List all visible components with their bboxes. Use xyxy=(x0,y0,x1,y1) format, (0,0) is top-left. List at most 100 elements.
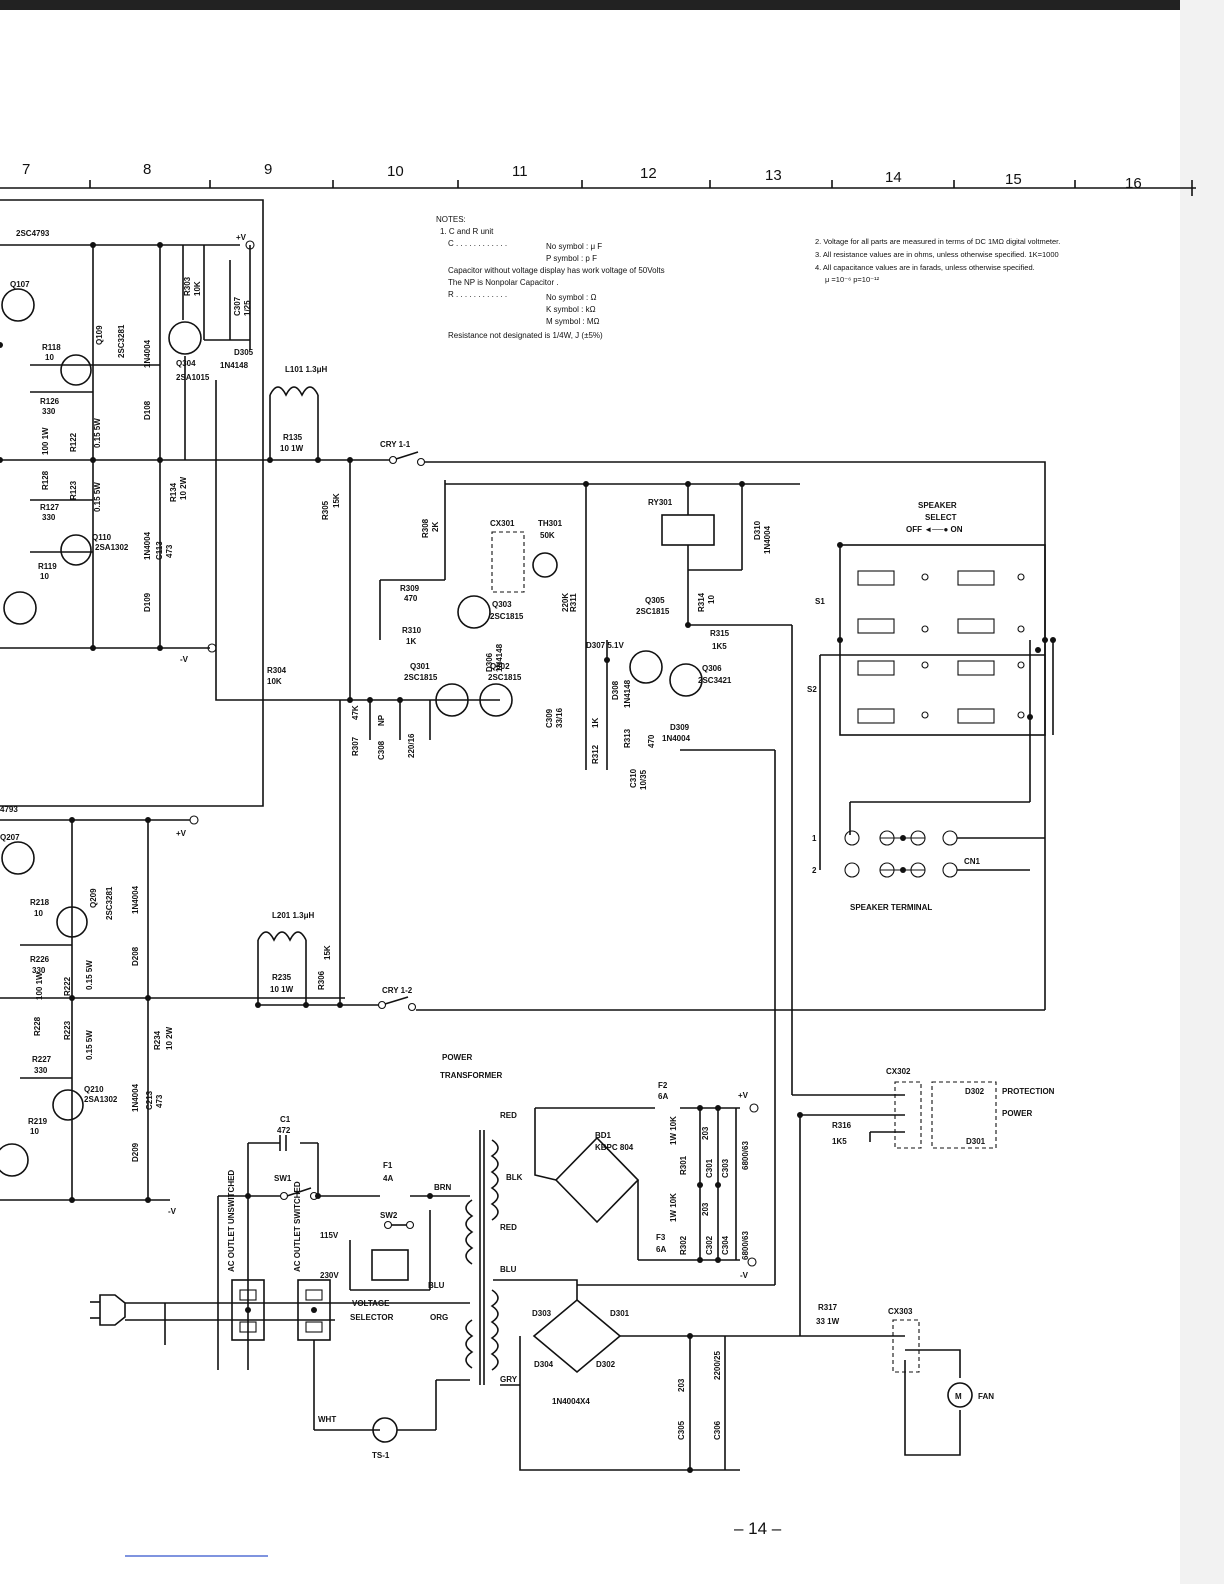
r123-label: R123 xyxy=(69,480,78,500)
zone-9: 9 xyxy=(264,161,272,178)
r119-value: 10 xyxy=(40,572,49,581)
r310-label: R310 xyxy=(402,626,422,635)
q110-symbol xyxy=(60,534,92,566)
d310-label: D310 xyxy=(753,520,762,540)
q306-type: 2SC3421 xyxy=(698,676,732,685)
q109-type: 2SC3281 xyxy=(117,324,126,358)
r123-value: 0.15 5W xyxy=(93,482,102,512)
r235-value: 10 1W xyxy=(270,985,294,994)
cx301-box xyxy=(491,531,525,593)
r312-value: 1K xyxy=(591,718,600,728)
q301-type: 2SC1815 xyxy=(404,673,438,682)
vminus-1: -V xyxy=(180,655,189,664)
notes-block: NOTES: 1. C and R unit C . . . . . . . .… xyxy=(436,215,1060,340)
r312-label: R312 xyxy=(591,744,600,764)
s2-label: S2 xyxy=(807,685,817,694)
r309-label: R309 xyxy=(400,584,420,593)
d301-led-label: D301 xyxy=(966,1137,986,1146)
r122-value: 0.15 5W xyxy=(93,418,102,448)
f2-value: 6A xyxy=(658,1092,668,1101)
r118-label: R118 xyxy=(42,343,61,352)
note-4b: μ =10⁻⁶ p=10⁻¹² xyxy=(825,275,880,284)
note-c-unit: C . . . . . . . . . . . . xyxy=(448,239,507,248)
d309-label: D309 xyxy=(670,723,690,732)
v115-label: 115V xyxy=(320,1231,339,1240)
note-r-default: Resistance not designated is 1/4W, J (±5… xyxy=(448,331,603,340)
vplus-1: +V xyxy=(236,233,247,242)
q2xx-lower-symbol xyxy=(0,1143,29,1177)
power-transformer-label-2: TRANSFORMER xyxy=(440,1071,502,1080)
sw2-label: SW2 xyxy=(380,1211,398,1220)
sw1-label: SW1 xyxy=(274,1174,292,1183)
note-r-unit: R . . . . . . . . . . . . xyxy=(448,290,507,299)
r313-value: 470 xyxy=(647,734,656,748)
q306-label: Q306 xyxy=(702,664,722,673)
r228-label: R228 xyxy=(33,1016,42,1036)
c305-value: 203 xyxy=(677,1378,686,1392)
r200-1w: 100 1W xyxy=(35,972,44,1000)
speaker-terminal: 1 2 CN1 SPEAKER TERMINAL xyxy=(812,830,1045,912)
th301-value: 50K xyxy=(540,531,555,540)
q306-symbol xyxy=(669,663,703,697)
q304-type: 2SA1015 xyxy=(176,373,210,382)
d209-type: 1N4004 xyxy=(131,1083,140,1112)
r306-value: 15K xyxy=(323,945,332,960)
r302-label: R302 xyxy=(679,1235,688,1255)
c213-label: C213 xyxy=(145,1090,154,1110)
fan-label: FAN xyxy=(978,1392,994,1401)
power-led-label: POWER xyxy=(1002,1109,1032,1118)
d306-type: 1N4148 xyxy=(495,643,504,672)
r313-label: R313 xyxy=(623,728,632,748)
terminal-2-label: 2 xyxy=(812,866,817,875)
r134-value: 10 2W xyxy=(179,476,188,500)
c301-label: C301 xyxy=(705,1158,714,1178)
q109-label: Q109 xyxy=(95,325,104,345)
d208-type: 1N4004 xyxy=(131,885,140,914)
r305-label: R305 xyxy=(321,500,330,520)
q210-label: Q210 xyxy=(84,1085,104,1094)
fan-circuit: R317 33 1W CX303 M FAN xyxy=(800,1303,994,1456)
r226-value: 330 xyxy=(32,966,46,975)
r309-value: 470 xyxy=(404,594,418,603)
note-3: 3. All resistance values are in ohms, un… xyxy=(815,250,1059,259)
q2xx-type: 4793 xyxy=(0,805,18,814)
s1-contacts xyxy=(857,570,1025,634)
r302-value: 1W 10K xyxy=(669,1193,678,1222)
scan-right-shade xyxy=(1180,0,1224,1584)
q209-symbol xyxy=(56,906,88,938)
d301-label: D301 xyxy=(610,1309,630,1318)
c308-value: 220/16 xyxy=(407,733,416,758)
ts1-label: TS-1 xyxy=(372,1451,390,1460)
terminal-1-label: 1 xyxy=(812,834,817,843)
r126-value: 330 xyxy=(42,407,56,416)
c302-label: C302 xyxy=(705,1235,714,1255)
cx303-connector xyxy=(892,1319,920,1373)
r126-label: R126 xyxy=(40,397,60,406)
r301-label: R301 xyxy=(679,1155,688,1175)
c1-label: C1 xyxy=(280,1115,291,1124)
r218-value: 10 xyxy=(34,909,43,918)
org-wire-label: ORG xyxy=(430,1313,448,1322)
r219-label: R219 xyxy=(28,1117,48,1126)
ac-outlet-switched-label: AC OUTLET SWITCHED xyxy=(293,1181,302,1272)
vminus-ps: -V xyxy=(740,1271,749,1280)
c306-label: C306 xyxy=(713,1420,722,1440)
q207-label: Q207 xyxy=(0,833,20,842)
r317-label: R317 xyxy=(818,1303,838,1312)
fan-motor xyxy=(947,1382,973,1408)
r316-label: R316 xyxy=(832,1121,852,1130)
q302-symbol xyxy=(479,683,513,717)
q305-symbol xyxy=(629,650,663,684)
r311-label: R311 xyxy=(569,593,578,612)
cry11-label: CRY 1-1 xyxy=(380,440,411,449)
voltage-selector-label: VOLTAGE xyxy=(352,1299,390,1308)
d108-type: 1N4004 xyxy=(143,339,152,368)
d305-type: 1N4148 xyxy=(220,361,249,370)
f3-label: F3 xyxy=(656,1233,666,1242)
q1xx-type: 2SC4793 xyxy=(16,229,50,238)
r234-value: 10 2W xyxy=(165,1026,174,1050)
ch2-output-stage: 4793 Q207 +V R218 10 R226 330 R227 330 R… xyxy=(0,805,345,1216)
scan-top-edge xyxy=(0,0,1224,10)
led-assembly xyxy=(931,1081,997,1149)
d305-label: D305 xyxy=(234,348,254,357)
